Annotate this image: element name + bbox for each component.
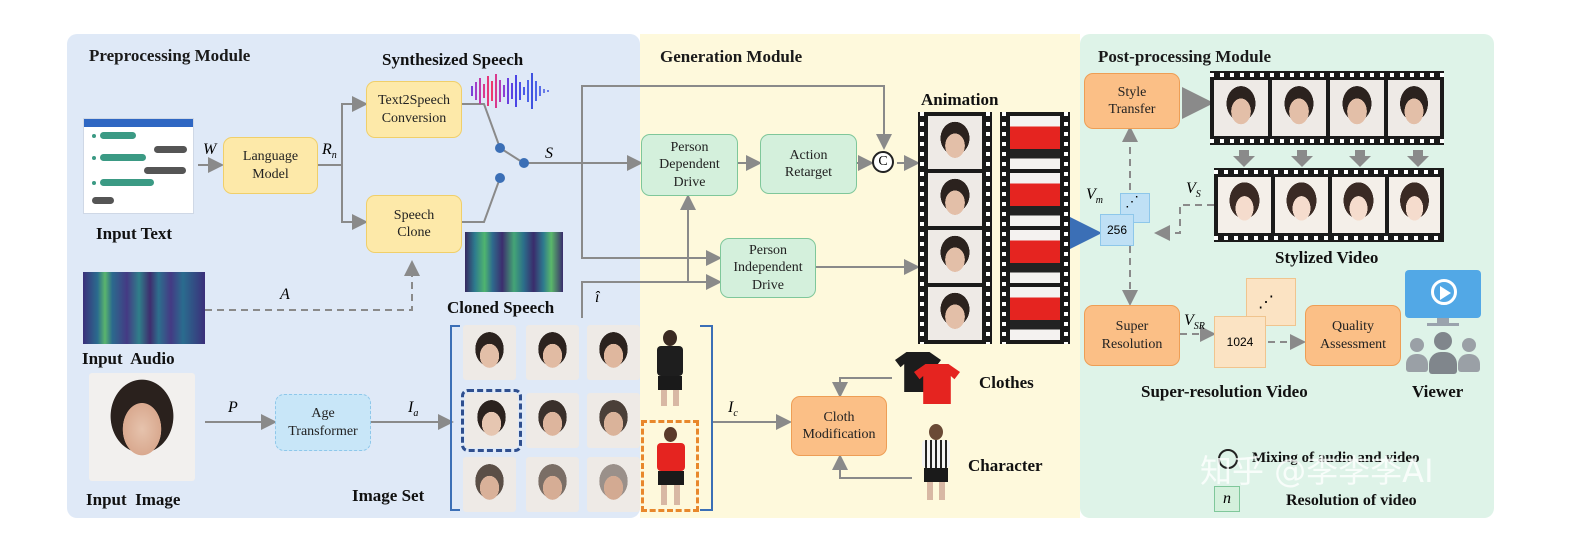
action-retarget-box: Action Retarget <box>760 134 857 194</box>
image-set-bracket-left <box>450 325 460 511</box>
legend-mixing-icon <box>1218 449 1238 469</box>
symbol-s: S <box>545 145 553 162</box>
concat-symbol: C <box>872 151 894 173</box>
feature-stack-1024-back <box>1246 278 1296 326</box>
generation-title: Generation Module <box>660 47 803 66</box>
animation-label: Animation <box>921 90 999 109</box>
legend-resolution-icon: n <box>1214 486 1240 512</box>
person-independent-drive-box: Person Independent Drive <box>720 238 816 298</box>
cloned-speech-label: Cloned Speech <box>447 298 555 317</box>
character-image <box>913 422 959 502</box>
character-figure-black <box>645 328 695 408</box>
stylized-video-label: Stylized Video <box>1275 248 1379 267</box>
feature-stack-256: 256 <box>1100 214 1134 246</box>
image-set-face <box>587 457 640 512</box>
symbol-a: A <box>280 286 290 303</box>
image-set-face <box>463 325 516 380</box>
image-set-face <box>587 393 640 448</box>
symbol-vs: VS <box>1186 180 1201 201</box>
symbol-p: P <box>228 399 238 416</box>
style-transfer-box: Style Transfer <box>1084 73 1180 129</box>
person-dependent-drive-box: Person Dependent Drive <box>641 134 738 196</box>
super-resolution-box: Super Resolution <box>1084 305 1180 366</box>
text2speech-box: Text2Speech Conversion <box>366 81 462 138</box>
image-set-face <box>587 325 640 380</box>
super-resolution-video-label: Super-resolution Video <box>1141 382 1308 401</box>
monitor-icon <box>1405 270 1481 326</box>
input-image-face <box>89 373 195 481</box>
synthesized-waveform <box>471 73 549 109</box>
animation-filmstrip-body <box>1000 112 1070 344</box>
cloned-speech-spectrogram <box>465 232 563 292</box>
input-audio-spectrogram <box>83 272 205 344</box>
real-video-filmstrip <box>1210 71 1444 145</box>
character-figure-red <box>641 420 699 512</box>
preprocessing-title: Preprocessing Module <box>89 46 251 65</box>
speech-clone-box: Speech Clone <box>366 195 462 253</box>
age-transformer-box: Age Transformer <box>275 394 371 451</box>
symbol-vsr: VSR <box>1184 312 1205 333</box>
symbol-ic: Ic <box>728 399 738 420</box>
symbol-ia: Ia <box>408 399 419 420</box>
input-text-label: Input Text <box>96 224 173 243</box>
image-set-label: Image Set <box>352 486 425 505</box>
image-set-face <box>526 457 579 512</box>
feature-stack-256-dots: ⋰ <box>1125 195 1139 210</box>
postprocessing-title: Post-processing Module <box>1098 47 1271 66</box>
language-model-box: Language Model <box>223 137 318 194</box>
legend-mixing-text: Mixing of audio and video <box>1252 450 1420 466</box>
symbol-w: W <box>203 141 217 158</box>
character-label: Character <box>968 456 1043 475</box>
legend-resolution-text: Resolution of video <box>1286 492 1417 509</box>
cloth-modification-box: Cloth Modification <box>791 396 887 456</box>
stylized-video-filmstrip <box>1214 168 1444 242</box>
feature-stack-1024: 1024 <box>1214 316 1266 368</box>
input-image-label: Input Image <box>86 490 181 509</box>
image-set-face <box>463 457 516 512</box>
feature-stack-1024-dots: ⋰ <box>1258 294 1274 311</box>
input-audio-label: Input Audio <box>82 349 175 368</box>
image-set-face <box>526 393 579 448</box>
watermark: 知乎 @李李李AI <box>1200 452 1434 490</box>
symbol-rn: Rn <box>322 141 337 162</box>
symbol-ihat: î <box>595 289 600 306</box>
synthesized-speech-label: Synthesized Speech <box>382 50 524 69</box>
viewer-label: Viewer <box>1412 382 1464 401</box>
viewer-people-icon <box>1406 332 1480 374</box>
input-text-icon <box>83 118 194 214</box>
animation-filmstrip-face <box>918 112 992 344</box>
image-set-face <box>526 325 579 380</box>
symbol-vm: Vm <box>1086 186 1104 207</box>
image-set-face-selected <box>461 389 522 452</box>
clothes-label: Clothes <box>979 373 1034 392</box>
quality-assessment-box: Quality Assessment <box>1305 305 1401 366</box>
